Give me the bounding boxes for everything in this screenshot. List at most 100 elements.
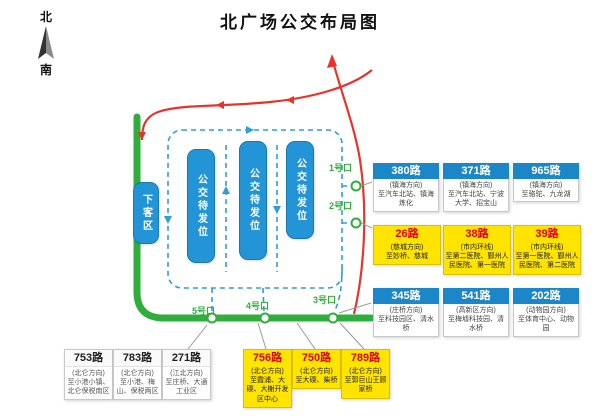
route-card-756: 756路 (北仑方向) 至霞浦、大碶、大榭开发区中心 — [243, 349, 292, 408]
route-direction: (江北方向) — [170, 370, 203, 378]
route-destination: 至妙桥、慈城 — [386, 253, 428, 261]
flow-arrow-icon — [164, 216, 172, 224]
page-title: 北广场公交布局图 — [220, 13, 380, 32]
route-destination: 至体育中心、动物园 — [518, 316, 574, 333]
route-card-371: 371路 (镇海方向) 至汽车北站、宁波大学、招宝山 — [443, 163, 509, 212]
route-direction: (庄桥方向) — [389, 307, 423, 315]
flow-arrow-icon — [246, 126, 254, 134]
connector-line — [296, 322, 316, 350]
gate-marker — [327, 312, 339, 324]
route-destination: 至梅墟科技园、清水桥 — [448, 316, 504, 333]
gate-connector-path — [333, 267, 343, 313]
route-direction: (镇海方向) — [389, 182, 423, 190]
route-direction: (镇海方向) — [459, 182, 493, 190]
route-card-345: 345路 (庄桥方向) 至科技园区、清水桥 — [373, 288, 439, 337]
gate-connector-path — [262, 287, 265, 314]
route-card-965: 965路 (镇海方向) 至骆驼、九龙湖 — [513, 163, 579, 203]
route-number: 380路 — [373, 163, 439, 180]
route-direction: (市内环线) — [460, 244, 494, 252]
gate-marker — [350, 180, 362, 192]
gate-marker — [350, 217, 362, 229]
route-direction: (北仑方向) — [121, 370, 154, 378]
flow-arrow-icon — [138, 132, 146, 140]
bus-bay-2: 公交待发位 — [239, 141, 267, 260]
route-number: 271路 — [163, 350, 210, 368]
route-destination: 至汽车北站、镇海炼化 — [378, 191, 434, 208]
gate-label-2: 2号口 — [329, 201, 353, 211]
flow-arrow-icon — [286, 96, 294, 104]
gate-marker — [206, 312, 218, 324]
red-exit-route — [330, 57, 366, 315]
route-card-783: 783路 (北仑方向) 至小港、梅山、保税两区 — [113, 349, 162, 400]
route-card-26: 26路 (慈城方向) 至妙桥、慈城 — [373, 225, 441, 266]
route-destination: 至霞浦、大碶、大榭开发区中心 — [246, 377, 289, 403]
flow-arrow-icon — [222, 186, 230, 194]
route-direction: (北仑方向) — [349, 368, 382, 376]
bus-bay-1: 公交待发位 — [187, 149, 215, 263]
route-direction: (北仑方向) — [72, 370, 105, 378]
route-card-789: 789路 (北仑方向) 至郭巨山王顾家桥 — [341, 349, 390, 399]
gate-label-3: 3号口 — [313, 295, 337, 305]
route-number: 38路 — [465, 228, 489, 240]
connector-line — [360, 181, 373, 187]
route-number: 789路 — [350, 352, 381, 364]
route-number: 345路 — [373, 288, 439, 305]
gate-label-1: 1号口 — [329, 163, 353, 173]
connector-line — [187, 324, 208, 350]
bus-bay-label: 公交待发位 — [195, 173, 207, 239]
route-card-750: 750路 (北仑方向) 至大碶、柴桥 — [292, 349, 341, 390]
route-direction: (镇海方向) — [529, 182, 563, 190]
route-destination: 至大碶、柴桥 — [295, 377, 338, 385]
route-number: 750路 — [301, 352, 332, 364]
connector-line — [339, 322, 365, 350]
route-direction: (慈城方向) — [390, 244, 424, 252]
route-card-202: 202路 (动物园方向) 至体育中心、动物园 — [513, 288, 579, 337]
bus-circulation-loop — [167, 129, 343, 289]
compass: 北 南 — [26, 8, 66, 78]
route-number: 26路 — [395, 228, 419, 240]
route-number: 541路 — [443, 288, 509, 305]
route-number: 39路 — [535, 228, 559, 240]
bus-bay-label: 公交待发位 — [247, 168, 259, 233]
compass-south-label: 南 — [39, 63, 52, 77]
connector-line — [338, 302, 372, 314]
route-number: 753路 — [65, 350, 112, 368]
flow-arrow-icon — [273, 206, 281, 214]
route-direction: (北仑方向) — [300, 368, 333, 376]
flow-arrow-icon — [216, 101, 224, 109]
route-direction: (动物园方向) — [526, 307, 566, 315]
route-card-39: 39路 (市内环线) 至第一医院、鄞州人民医院、第二医院 — [513, 225, 581, 275]
drop-off-zone: 下客区 — [133, 182, 159, 244]
flow-arrow-icon — [327, 54, 337, 68]
drop-off-label: 下客区 — [140, 193, 152, 233]
route-destination: 至骆驼、九龙湖 — [521, 191, 571, 199]
connector-line — [257, 322, 267, 350]
compass-north-label: 北 — [39, 10, 52, 24]
route-direction: (市内环线) — [530, 244, 564, 252]
route-destination: 至第一医院、鄞州人民医院、第二医院 — [515, 253, 579, 270]
route-card-38: 38路 (市内环线) 至第二医院、鄞州人民医院、第一医院 — [443, 225, 511, 275]
bus-bay-label: 公交待发位 — [294, 157, 306, 223]
compass-arrow-icon — [38, 26, 54, 59]
route-destination: 至科技园区、清水桥 — [378, 316, 434, 333]
route-destination: 至小港、梅山、保税两区 — [116, 379, 159, 396]
route-number: 783路 — [114, 350, 161, 368]
route-direction: (北仑方向) — [251, 368, 284, 376]
gate-label-5: 5号口 — [192, 306, 216, 316]
route-direction: (高新区方向) — [456, 307, 496, 315]
route-destination: 至郭巨山王顾家桥 — [344, 377, 387, 394]
gate-label-4: 4号口 — [246, 301, 270, 311]
route-number: 965路 — [513, 163, 579, 180]
route-number: 371路 — [443, 163, 509, 180]
route-card-753: 753路 (北仑方向) 至小港小镇、北仑保税南区 — [64, 349, 113, 400]
connector-line — [360, 222, 373, 229]
route-number: 202路 — [513, 288, 579, 305]
bus-bay-3: 公交待发位 — [286, 141, 314, 239]
route-destination: 至小港小镇、北仑保税南区 — [67, 379, 110, 396]
route-destination: 至第二医院、鄞州人民医院、第一医院 — [445, 253, 509, 270]
route-card-380: 380路 (镇海方向) 至汽车北站、镇海炼化 — [373, 163, 439, 212]
green-road — [133, 113, 375, 322]
route-card-541: 541路 (高新区方向) 至梅墟科技园、清水桥 — [443, 288, 509, 337]
